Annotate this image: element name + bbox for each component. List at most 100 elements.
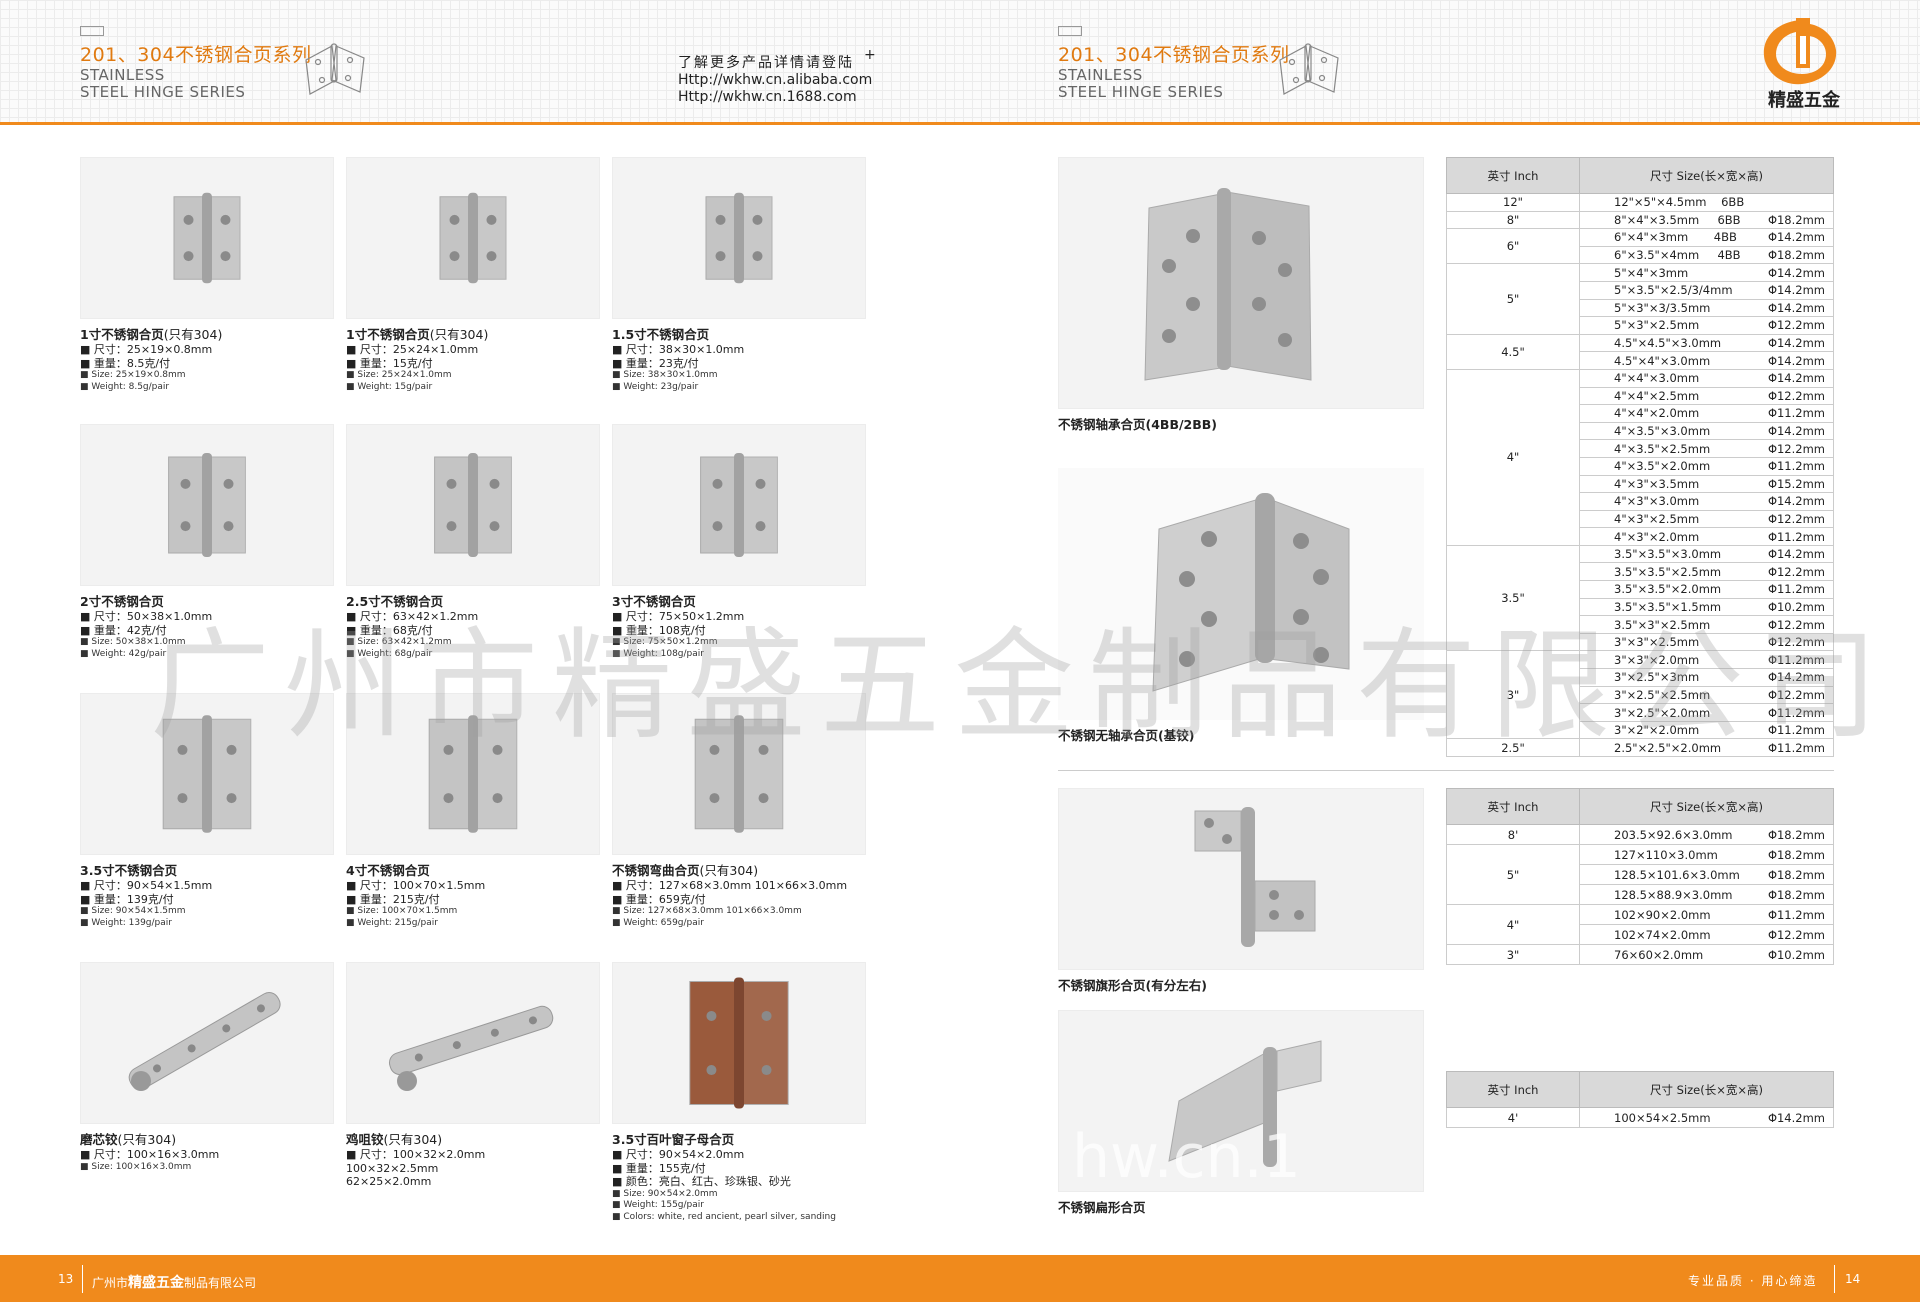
product-spec-en: ■ Weight: 15g/pair bbox=[346, 381, 433, 392]
size-value: 8"×4"×3.5mm 6BB bbox=[1614, 212, 1741, 227]
product-card: 2寸不锈钢合页■ 尺寸：50×38×1.0mm■ 重量：42克/付■ Size:… bbox=[80, 424, 334, 660]
pin-diameter: Φ18.2mm bbox=[1767, 248, 1825, 263]
size-value: 127×110×3.0mm bbox=[1614, 847, 1718, 862]
size-value: 4.5"×4.5"×3.0mm bbox=[1614, 336, 1722, 351]
pin-diameter: Φ11.2mm bbox=[1767, 723, 1825, 738]
product-spec-en: ■ Size: 50×38×1.0mm bbox=[80, 637, 186, 647]
product-title: 4寸不锈钢合页 bbox=[346, 860, 600, 879]
inch-cell: 6" bbox=[1446, 228, 1580, 265]
size-value: 4"×3"×3.5mm bbox=[1614, 476, 1700, 491]
column-header-inch: 英寸 Inch bbox=[1446, 1071, 1580, 1108]
inch-cell: 8' bbox=[1446, 824, 1580, 845]
product-photo bbox=[80, 424, 334, 586]
size-value: 3"×2.5"×2.0mm bbox=[1614, 705, 1711, 720]
product-photo bbox=[346, 962, 600, 1124]
size-value: 102×90×2.0mm bbox=[1614, 907, 1711, 922]
product-name: 1.5寸不锈钢合页 bbox=[612, 327, 710, 342]
inch-cell: 3" bbox=[1446, 650, 1580, 740]
series-title-en-1: STAINLESS bbox=[80, 66, 165, 84]
pin-diameter: Φ12.2mm bbox=[1767, 687, 1825, 702]
product-card: 1寸不锈钢合页(只有304)■ 尺寸：25×24×1.0mm■ 重量：15克/付… bbox=[346, 157, 600, 393]
flat-hinge-card: 不锈钢扁形合页 bbox=[1058, 1010, 1424, 1216]
size-value: 3.5"×3.5"×2.0mm bbox=[1614, 582, 1722, 597]
size-value: 4"×3"×2.0mm bbox=[1614, 529, 1700, 544]
series-title-cn: 201、304不锈钢合页系列 bbox=[1058, 44, 1290, 66]
size-value: 3.5"×3.5"×2.5mm bbox=[1614, 564, 1722, 579]
flat-hinge-photo bbox=[1058, 1010, 1424, 1192]
product-name: 磨芯铰 bbox=[80, 1132, 118, 1147]
product-spec: ■ 重量：15克/付 bbox=[346, 356, 433, 370]
size-value: 2.5"×2.5"×2.0mm bbox=[1614, 740, 1722, 755]
size-value: 3"×3"×2.5mm bbox=[1614, 635, 1700, 650]
bearing-hinge-card: 不锈钢轴承合页(4BB/2BB) bbox=[1058, 157, 1424, 433]
product-card: 1寸不锈钢合页(只有304)■ 尺寸：25×19×0.8mm■ 重量：8.5克/… bbox=[80, 157, 334, 393]
pin-diameter: Φ14.2mm bbox=[1767, 265, 1825, 280]
pin-diameter: Φ14.2mm bbox=[1767, 283, 1825, 298]
pin-diameter: Φ14.2mm bbox=[1767, 424, 1825, 439]
product-spec: ■ 颜色：亮白、红古、珍珠银、砂光 bbox=[612, 1175, 791, 1188]
pin-diameter: Φ18.2mm bbox=[1767, 827, 1825, 842]
product-name: 鸡咀铰 bbox=[346, 1132, 384, 1147]
size-value: 5"×3.5"×2.5/3/4mm bbox=[1614, 283, 1733, 298]
product-note: (只有304) bbox=[117, 1132, 177, 1147]
product-spec-en: ■ Size: 100×16×3.0mm bbox=[80, 1161, 192, 1172]
product-photo bbox=[612, 962, 866, 1124]
column-header-inch: 英寸 Inch bbox=[1446, 157, 1580, 194]
product-name: 3.5寸不锈钢合页 bbox=[80, 863, 178, 878]
pin-diameter: Φ12.2mm bbox=[1767, 635, 1825, 650]
1688-link[interactable]: Http://wkhw.cn.1688.com bbox=[678, 89, 857, 105]
alibaba-link[interactable]: Http://wkhw.cn.alibaba.com bbox=[678, 72, 873, 88]
series-title-right: 201、304不锈钢合页系列 STAINLESS STEEL HINGE SER… bbox=[1058, 26, 1290, 101]
product-spec: ■ 尺寸：100×70×1.5mm bbox=[346, 879, 486, 892]
product-spec-en: ■ Size: 25×19×0.8mm bbox=[80, 370, 186, 380]
product-spec: ■ 尺寸：25×19×0.8mm bbox=[80, 343, 213, 356]
size-value: 6"×4"×3mm 4BB bbox=[1614, 230, 1737, 245]
product-spec: ■ 尺寸：25×24×1.0mm bbox=[346, 343, 479, 356]
size-value: 4"×3.5"×2.5mm bbox=[1614, 441, 1711, 456]
pin-diameter: Φ14.2mm bbox=[1767, 547, 1825, 562]
product-photo bbox=[346, 424, 600, 586]
product-spec: ■ 重量：108克/付 bbox=[612, 623, 706, 637]
product-spec: ■ 尺寸：127×68×3.0mm 101×66×3.0mm bbox=[612, 879, 848, 892]
series-title-en-1: STAINLESS bbox=[1058, 66, 1143, 84]
pin-diameter: Φ14.2mm bbox=[1767, 494, 1825, 509]
page-footer: 13 广州市精盛五金制品有限公司 专业品质 · 用心缔造 14 bbox=[0, 1255, 1920, 1302]
product-card: 1.5寸不锈钢合页■ 尺寸：38×30×1.0mm■ 重量：23克/付■ Siz… bbox=[612, 157, 866, 393]
product-card: 3寸不锈钢合页■ 尺寸：75×50×1.2mm■ 重量：108克/付■ Size… bbox=[612, 424, 866, 660]
product-spec-en: ■ Weight: 215g/pair bbox=[346, 917, 438, 928]
product-spec: ■ 尺寸：75×50×1.2mm bbox=[612, 610, 745, 623]
size-cell: Φ12.2mm 3"×3"×2.5mm bbox=[1579, 632, 1834, 652]
size-value: 102×74×2.0mm bbox=[1614, 927, 1711, 942]
product-spec-en: ■ Weight: 23g/pair bbox=[612, 381, 699, 392]
inch-cell: 4.5" bbox=[1446, 333, 1580, 370]
inch-cell: 5" bbox=[1446, 844, 1580, 905]
product-title: 3.5寸百叶窗子母合页 bbox=[612, 1129, 866, 1148]
pin-diameter: Φ14.2mm bbox=[1767, 336, 1825, 351]
pin-diameter: Φ14.2mm bbox=[1767, 353, 1825, 368]
product-card: 鸡咀铰(只有304)■ 尺寸：100×32×2.0mm 100×32×2.5mm… bbox=[346, 962, 600, 1189]
product-name: 3寸不锈钢合页 bbox=[612, 594, 696, 609]
inch-cell: 12" bbox=[1446, 193, 1580, 212]
size-cell: 12"×5"×4.5mm 6BB bbox=[1579, 193, 1834, 212]
size-value: 3"×2"×2.0mm bbox=[1614, 723, 1700, 738]
size-value: 4"×3"×3.0mm bbox=[1614, 494, 1700, 509]
